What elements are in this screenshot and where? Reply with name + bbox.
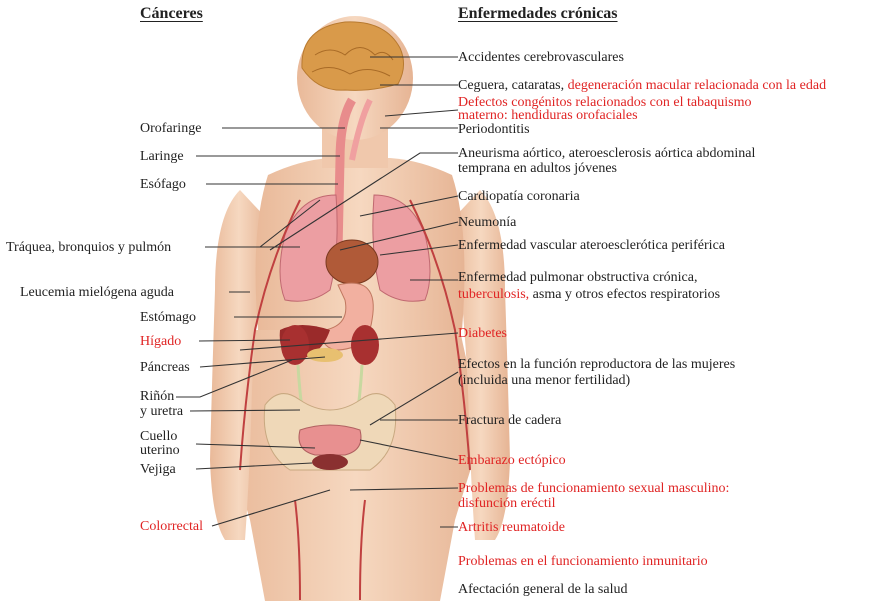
label-ceguera: Ceguera, cataratas, degeneración macular… <box>458 78 826 93</box>
label-diabetes: Diabetes <box>458 326 507 341</box>
label-reproductiva-1: Efectos en la función reproductora de la… <box>458 357 735 372</box>
label-defectos-2: materno: hendiduras orofaciales <box>458 108 638 123</box>
label-leucemia: Leucemia mielógena aguda <box>20 285 174 300</box>
label-inmunitario: Problemas en el funcionamiento inmunitar… <box>458 554 708 569</box>
label-vascular: Enfermedad vascular ateroesclerótica per… <box>458 238 725 253</box>
label-orofaringe: Orofaringe <box>140 121 201 136</box>
label-epoc-2a: tuberculosis, <box>458 287 529 302</box>
label-accidentes: Accidentes cerebrovasculares <box>458 50 624 65</box>
label-ectopico: Embarazo ectópico <box>458 453 566 468</box>
label-epoc-2b: asma y otros efectos respiratorios <box>533 287 720 302</box>
label-traquea: Tráquea, bronquios y pulmón <box>6 240 171 255</box>
label-laringe: Laringe <box>140 149 184 164</box>
label-cuello-2: uterino <box>140 443 180 458</box>
header-chronic-diseases: Enfermedades crónicas <box>458 5 618 23</box>
label-sexual-1: Problemas de funcionamiento sexual mascu… <box>458 481 729 496</box>
label-artritis: Artritis reumatoide <box>458 520 565 535</box>
header-cancers: Cánceres <box>140 5 203 23</box>
label-general: Afectación general de la salud <box>458 582 627 597</box>
label-colorrectal: Colorrectal <box>140 519 203 534</box>
label-epoc-1: Enfermedad pulmonar obstructiva crónica, <box>458 270 697 285</box>
label-rinon-2: y uretra <box>140 404 183 419</box>
label-cadera: Fractura de cadera <box>458 413 561 428</box>
label-aneurisma-1: Aneurisma aórtico, ateroesclerosis aórti… <box>458 146 755 161</box>
label-ceguera-a: Ceguera, cataratas, <box>458 78 564 93</box>
bladder <box>312 454 348 470</box>
label-cardiopatia: Cardiopatía coronaria <box>458 189 580 204</box>
label-reproductiva-2: (incluida una menor fertilidad) <box>458 373 630 388</box>
label-neumonia: Neumonía <box>458 215 516 230</box>
label-periodontitis: Periodontitis <box>458 122 530 137</box>
label-esofago: Esófago <box>140 177 186 192</box>
label-estomago: Estómago <box>140 310 196 325</box>
label-vejiga: Vejiga <box>140 462 176 477</box>
label-ceguera-b: degeneración macular relacionada con la … <box>568 78 826 93</box>
label-epoc-2: tuberculosis, asma y otros efectos respi… <box>458 287 720 302</box>
label-pancreas: Páncreas <box>140 360 190 375</box>
label-cuello-1: Cuello <box>140 429 177 444</box>
label-higado: Hígado <box>140 334 181 349</box>
uterus <box>299 425 361 455</box>
label-aneurisma-2: temprana en adultos jóvenes <box>458 161 617 176</box>
label-rinon-1: Riñón <box>140 389 174 404</box>
label-sexual-2: disfunción eréctil <box>458 496 556 511</box>
pancreas <box>307 348 343 362</box>
